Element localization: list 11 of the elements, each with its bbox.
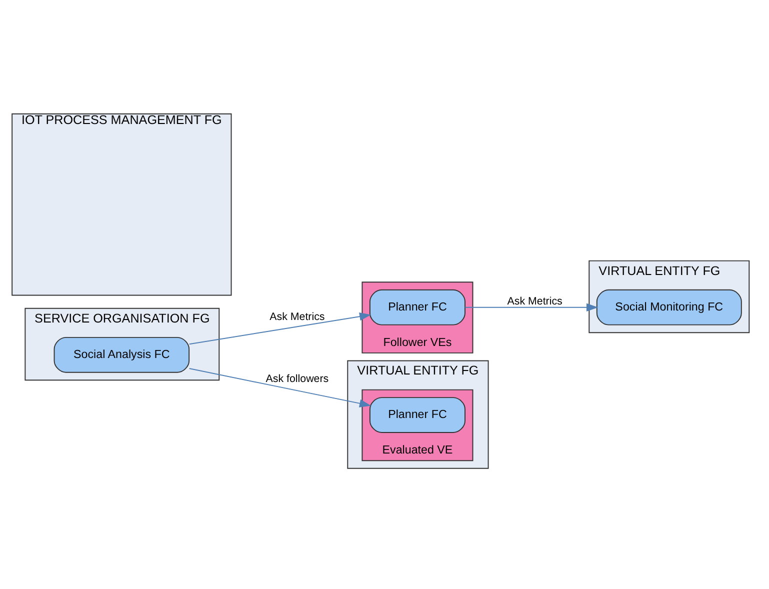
edge-label: Ask Metrics xyxy=(270,310,325,322)
node-box: Planner FC xyxy=(369,288,466,325)
arrow xyxy=(188,368,372,407)
edge-label: Ask followers xyxy=(266,372,329,384)
edge-label: Ask Metrics xyxy=(507,294,562,307)
arrow xyxy=(188,312,372,344)
arrow xyxy=(464,302,598,311)
node-box: Social Analysis FC xyxy=(54,336,190,372)
node-box: Planner FC xyxy=(369,396,466,432)
node-box: IOT PROCESS MANAGEMENT FG xyxy=(12,112,232,296)
node-box: Social Monitoring FC xyxy=(596,288,742,325)
